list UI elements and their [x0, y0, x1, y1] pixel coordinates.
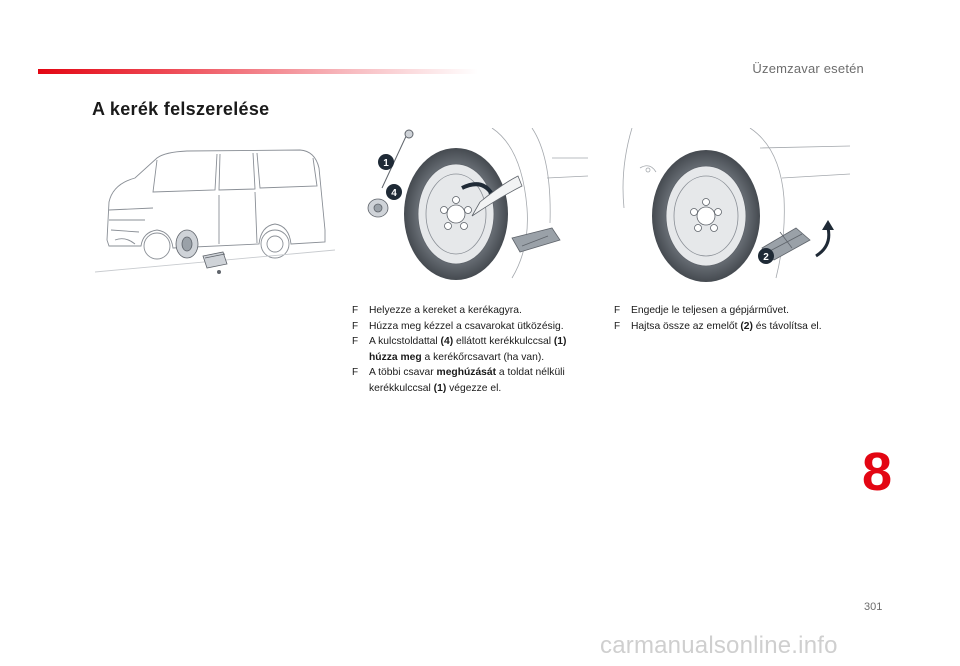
callout-1: 1 [383, 158, 389, 169]
instructions-left: F Helyezze a kereket a kerékagyra. F Húzza … [352, 303, 594, 396]
wheel-bolt-tightening-illustration: 1 4 [352, 128, 592, 288]
instruction-item: F Hajtsa össze az emelőt (2) és távolítsa… [614, 319, 858, 335]
instruction-text: Hajtsa össze az emelőt [631, 320, 741, 332]
chapter-title: Üzemzavar esetén [752, 61, 864, 76]
instruction-text: és távolítsa el. [752, 320, 822, 332]
header-accent-bar [38, 69, 478, 74]
callout-4: 4 [391, 188, 397, 199]
bullet-marker: F [352, 320, 359, 332]
instruction-item: F Engedje le teljesen a gépjárművet. [614, 303, 858, 319]
instruction-text: a kerékőrcsavart (ha van). [421, 351, 545, 363]
van-on-jack-illustration [95, 140, 335, 290]
instruction-item: F Húzza meg kézzel a csavarokat ütközésig… [352, 319, 594, 335]
bullet-marker: F [352, 367, 359, 378]
callout-2: 2 [763, 252, 769, 263]
instruction-emphasis: (1) [433, 382, 447, 394]
instruction-text: Húzza meg kézzel a csavarokat ütközésig. [369, 320, 564, 332]
instruction-emphasis: (2) [740, 320, 753, 332]
instruction-text: A kulcstoldattal [369, 336, 441, 347]
instruction-item: F A kulcstoldattal (4) ellátott kerékkulc… [352, 334, 594, 365]
instruction-emphasis: (4) [440, 336, 454, 347]
instruction-emphasis: meghúzását [436, 367, 497, 378]
instruction-emphasis: (1) [553, 336, 567, 347]
bullet-marker: F [614, 320, 621, 332]
section-title: A kerék felszerelése [92, 99, 270, 119]
bullet-marker: F [352, 336, 359, 347]
instruction-text: a toldat nélküli kerékkulccsal [369, 367, 565, 394]
instruction-item: F Helyezze a kereket a kerékagyra. [352, 303, 594, 319]
instruction-text: végezze el. [446, 382, 502, 394]
instruction-item: F A többi csavar meghúzását a toldat nélk… [352, 365, 594, 396]
instructions-right: F Engedje le teljesen a gépjárművet. F Hajt… [614, 303, 858, 334]
instruction-text: ellátott kerékkulccsal [453, 336, 554, 347]
instruction-text: A többi csavar [369, 367, 437, 378]
bullet-marker: F [614, 305, 621, 316]
watermark: carmanualsonline.info [600, 632, 838, 659]
chapter-number: 8 [862, 442, 893, 502]
instruction-text: Engedje le teljesen a gépjárművet. [631, 305, 789, 316]
jack-lowering-illustration: 2 [610, 128, 855, 288]
bullet-marker: F [352, 305, 359, 316]
instruction-emphasis: húzza meg [369, 351, 422, 363]
page-number: 301 [864, 601, 883, 613]
instruction-text: Helyezze a kereket a kerékagyra. [369, 305, 522, 316]
